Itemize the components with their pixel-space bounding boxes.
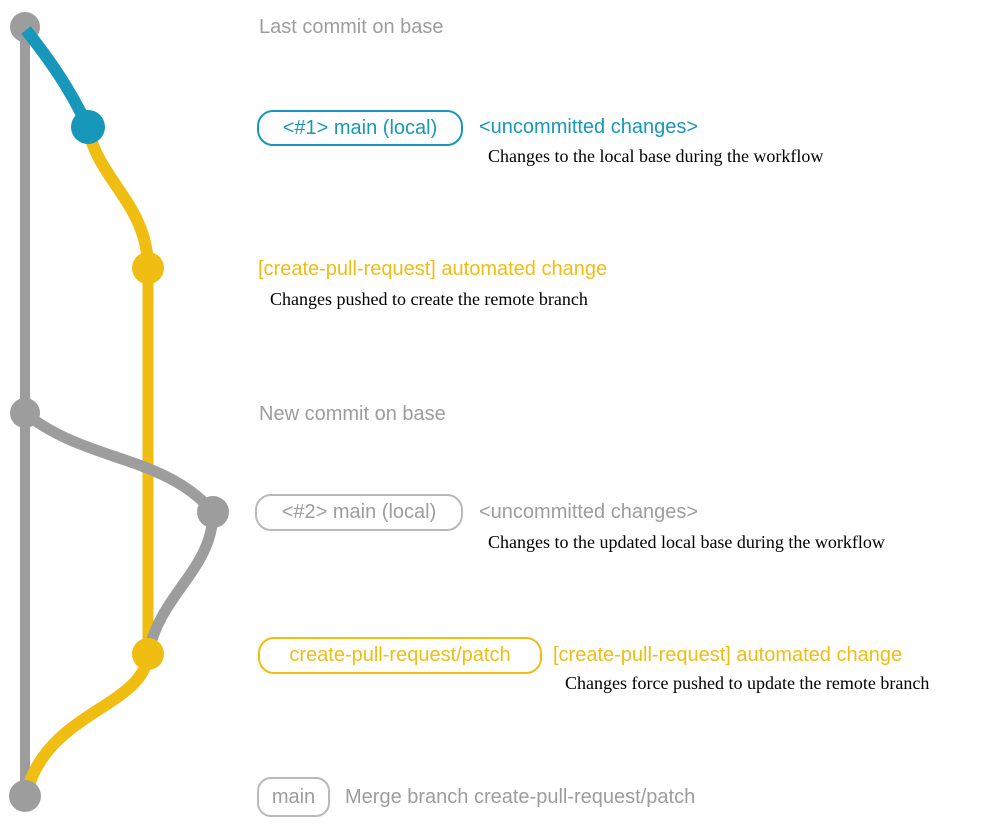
branch-tag-main-local-2: <#2> main (local) <box>255 494 463 531</box>
uncommitted-changes-1-desc: Changes to the local base during the wor… <box>488 146 824 166</box>
branch-tag-main-local-1: <#1> main (local) <box>257 110 463 146</box>
new-commit-label: New commit on base <box>259 403 446 425</box>
uncommitted-changes-2-label: <uncommitted changes> <box>479 501 699 523</box>
branch-tag-patch-label: create-pull-request/patch <box>289 644 511 666</box>
commit-dot-automated-change-1 <box>132 252 164 284</box>
edge-main-local-1 <box>21 26 94 130</box>
branch-tag-main-label: main <box>271 785 316 808</box>
branch-tag-main-local-2-label: <#2> main (local) <box>281 501 437 523</box>
edge-merge <box>24 654 154 785</box>
branch-tag-patch: create-pull-request/patch <box>258 637 542 674</box>
uncommitted-changes-1-label: <uncommitted changes> <box>479 116 699 138</box>
edge-main-local-2 <box>21 408 218 516</box>
commit-dot-automated-change-2 <box>132 638 164 670</box>
branch-tag-main-local-1-label: <#1> main (local) <box>282 116 438 139</box>
automated-change-2-desc: Changes force pushed to update the remot… <box>565 673 930 693</box>
automated-change-2-label: [create-pull-request] automated change <box>553 644 903 666</box>
edge-force-push <box>142 511 219 658</box>
last-commit-label: Last commit on base <box>259 16 444 38</box>
automated-change-1-desc: Changes pushed to create the remote bran… <box>270 289 588 309</box>
commit-dot-main-local-1 <box>71 110 105 144</box>
edge-patch-create <box>82 126 154 269</box>
automated-change-1-label: [create-pull-request] automated change <box>258 258 608 280</box>
merge-branch-label: Merge branch create-pull-request/patch <box>345 786 696 808</box>
uncommitted-changes-2-desc: Changes to the updated local base during… <box>488 532 885 552</box>
commit-dot-merge <box>9 780 41 812</box>
branch-tag-main: main <box>257 777 330 817</box>
